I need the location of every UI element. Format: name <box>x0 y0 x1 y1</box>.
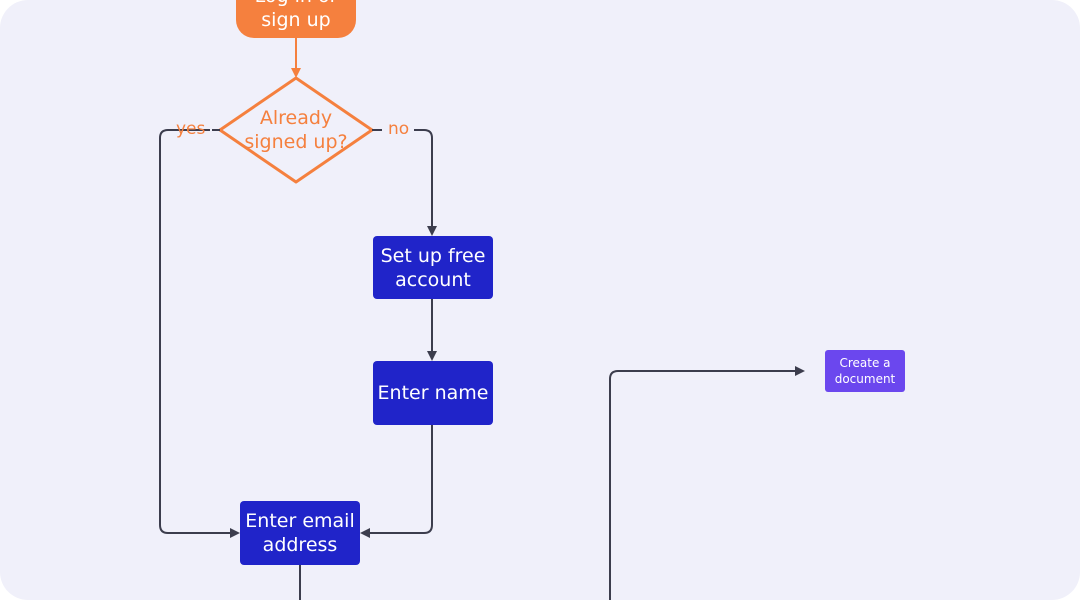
connector-yes <box>159 129 240 538</box>
start-line2: sign up <box>261 9 331 31</box>
connector-to-create <box>609 366 805 600</box>
email-line2: address <box>262 534 338 556</box>
create-document-node[interactable]: Create a document <box>825 350 905 392</box>
setup-line2: account <box>395 268 471 291</box>
email-line1: Enter email <box>245 510 355 532</box>
connector-no <box>414 129 437 236</box>
edge-label-yes: yes <box>176 119 206 139</box>
create-line2: document <box>834 372 896 386</box>
setup-account-node[interactable]: Set up free account <box>373 236 493 299</box>
name-line1: Enter name <box>377 382 489 404</box>
decision-line1: Already <box>259 107 333 129</box>
decision-diamond <box>218 76 374 184</box>
enter-name-node[interactable]: Enter name <box>373 361 493 425</box>
create-line1: Create a <box>839 356 891 370</box>
start-node[interactable]: Log in or sign up <box>236 0 356 38</box>
decision-line2: signed up? <box>244 131 348 153</box>
setup-line1: Set up free <box>380 244 486 267</box>
edge-label-no: no <box>388 119 410 139</box>
start-line1: Log in or <box>255 0 338 8</box>
decision-node[interactable]: Already signed up? <box>226 100 366 160</box>
connector-name-email <box>360 425 433 538</box>
enter-email-node[interactable]: Enter email address <box>240 501 360 565</box>
